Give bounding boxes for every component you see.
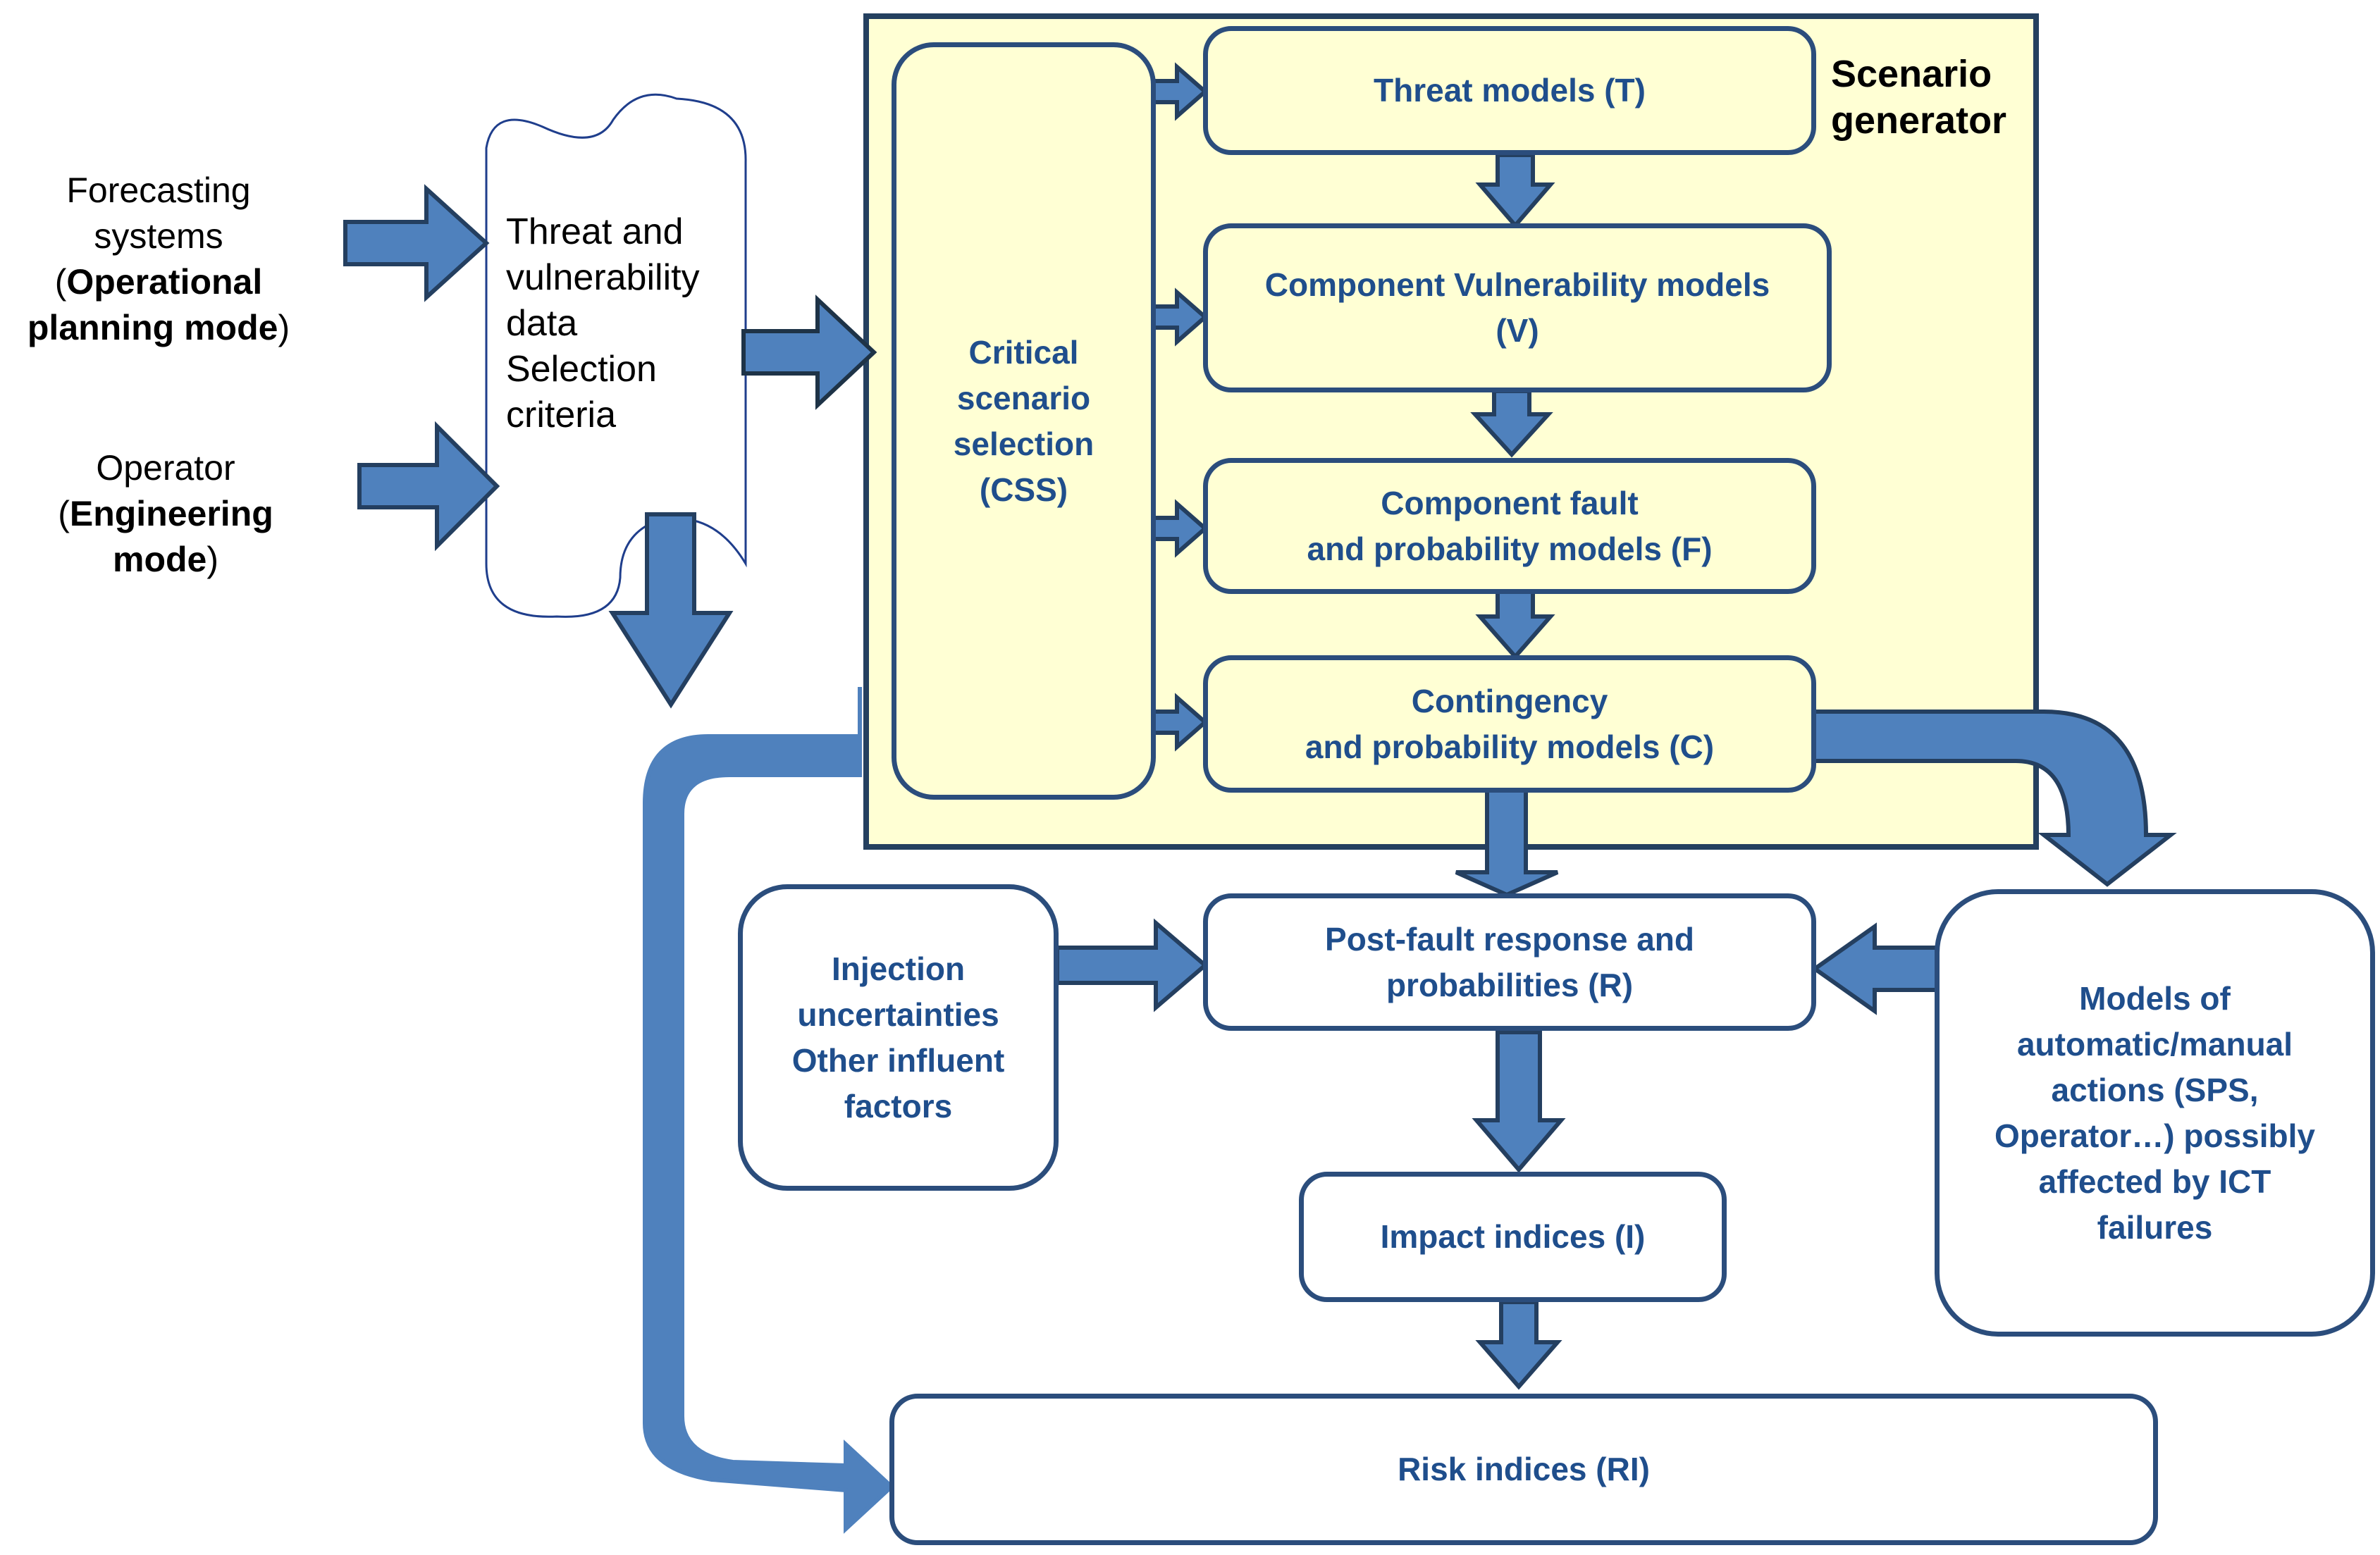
data-store-line5: criteria — [506, 395, 617, 435]
arrow-data-to-generator — [741, 295, 877, 410]
arrow-data-down — [608, 512, 734, 709]
forecasting-close-paren: ) — [278, 308, 290, 347]
operator-label: Operator (Engineering mode) — [14, 445, 317, 583]
forecasting-open-paren: ( — [54, 262, 67, 302]
arrow-impact-to-risk — [1475, 1300, 1562, 1390]
injection-line3: Other influent — [791, 1041, 1005, 1079]
css-line1: Critical — [968, 333, 1079, 371]
injection-line2: uncertainties — [797, 996, 999, 1033]
arrow-contingency-to-postfault — [1455, 787, 1559, 898]
forecasting-mode-bold2: planning mode — [27, 308, 278, 347]
contingency-line2: and probability models (C) — [1305, 728, 1715, 765]
operator-close-paren: ) — [206, 540, 218, 579]
forecasting-line4: planning mode) — [0, 305, 317, 351]
contingency-models-box: Contingency and probability models (C) — [1203, 655, 1816, 793]
injection-uncertainties-box: Injection uncertainties Other influent f… — [738, 884, 1059, 1191]
actions-line1: Models of — [2079, 979, 2231, 1017]
data-store-line1: Threat and — [506, 211, 684, 252]
data-store-line4: Selection — [506, 349, 657, 390]
actions-line5: affected by ICT — [2038, 1163, 2271, 1200]
actions-line2: automatic/manual — [2016, 1025, 2293, 1063]
threat-models-box: Threat models (T) — [1203, 26, 1816, 155]
risk-line1: Risk indices (RI) — [1398, 1451, 1650, 1487]
contingency-line1: Contingency — [1411, 682, 1608, 719]
operator-mode-bold1: Engineering — [69, 494, 273, 533]
fault-line1: Component fault — [1381, 484, 1639, 521]
operator-line2: (Engineering — [14, 491, 317, 537]
scenario-generator-title-line1: Scenario — [1831, 53, 1992, 95]
vulnerability-line1: Component Vulnerability models — [1264, 266, 1770, 303]
data-store-line2: vulnerability — [506, 257, 700, 298]
operator-line3: mode) — [14, 537, 317, 583]
postfault-line2: probabilities (R) — [1386, 966, 1634, 1003]
post-fault-response-box: Post-fault response and probabilities (R… — [1203, 893, 1816, 1031]
data-store-shape — [485, 93, 747, 618]
operator-mode-bold2: mode — [112, 540, 207, 579]
scenario-generator-title-line2: generator — [1831, 99, 2007, 142]
arrow-css-to-fault — [1150, 499, 1209, 558]
forecasting-mode-bold1: Operational — [66, 262, 263, 302]
vulnerability-line2: (V) — [1496, 312, 1539, 349]
impact-line1: Impact indices (I) — [1380, 1218, 1646, 1255]
arrow-threat-to-vulnerability — [1475, 153, 1555, 229]
arrow-vulnerability-to-fault — [1470, 389, 1553, 458]
css-line3: selection — [953, 425, 1095, 462]
forecasting-line1: Forecasting — [66, 171, 251, 210]
arrow-fault-to-contingency — [1475, 590, 1555, 660]
vulnerability-models-box: Component Vulnerability models (V) — [1203, 223, 1832, 392]
arrow-css-to-contingency — [1150, 693, 1209, 752]
injection-line1: Injection — [831, 950, 966, 987]
css-line2: scenario — [956, 379, 1091, 416]
forecasting-systems-label: Forecasting systems (Operational plannin… — [0, 168, 317, 351]
forecasting-line3: (Operational — [0, 259, 317, 305]
automatic-manual-actions-box: Models of automatic/manual actions (SPS,… — [1935, 889, 2375, 1337]
postfault-line1: Post-fault response and — [1325, 920, 1694, 958]
arrow-postfault-to-impact — [1472, 1030, 1566, 1173]
critical-scenario-selection-box: Critical scenario selection (CSS) — [892, 42, 1156, 800]
operator-open-paren: ( — [58, 494, 70, 533]
risk-indices-box: Risk indices (RI) — [889, 1394, 2158, 1545]
arrow-feed-to-risk — [643, 687, 895, 1534]
scenario-generator-title: Scenario generator — [1831, 51, 2006, 144]
arrow-contingency-to-actions — [1806, 710, 2177, 887]
arrow-forecasting-to-data — [343, 184, 490, 302]
fault-models-box: Component fault and probability models (… — [1203, 458, 1816, 594]
css-line4: (CSS) — [979, 471, 1068, 508]
arrow-actions-to-postfault — [1811, 922, 1939, 1015]
arrow-css-to-vulnerability — [1150, 287, 1209, 347]
data-store-text: Threat and vulnerability data Selection … — [506, 209, 739, 438]
actions-line6: failures — [2097, 1208, 2213, 1246]
injection-line4: factors — [844, 1087, 953, 1125]
arrow-css-to-threat — [1150, 62, 1209, 121]
fault-line2: and probability models (F) — [1307, 530, 1713, 567]
operator-line1: Operator — [96, 448, 235, 488]
actions-line4: Operator…) possibly — [1994, 1117, 2315, 1154]
threat-line1: Threat models (T) — [1374, 72, 1646, 109]
impact-indices-box: Impact indices (I) — [1299, 1172, 1727, 1302]
arrow-injection-to-postfault — [1055, 918, 1209, 1012]
data-store-line3: data — [506, 303, 578, 344]
forecasting-line2: systems — [94, 216, 223, 256]
actions-line3: actions (SPS, — [2051, 1071, 2259, 1108]
arrow-group — [343, 62, 2177, 1534]
arrow-operator-to-data — [357, 421, 500, 552]
